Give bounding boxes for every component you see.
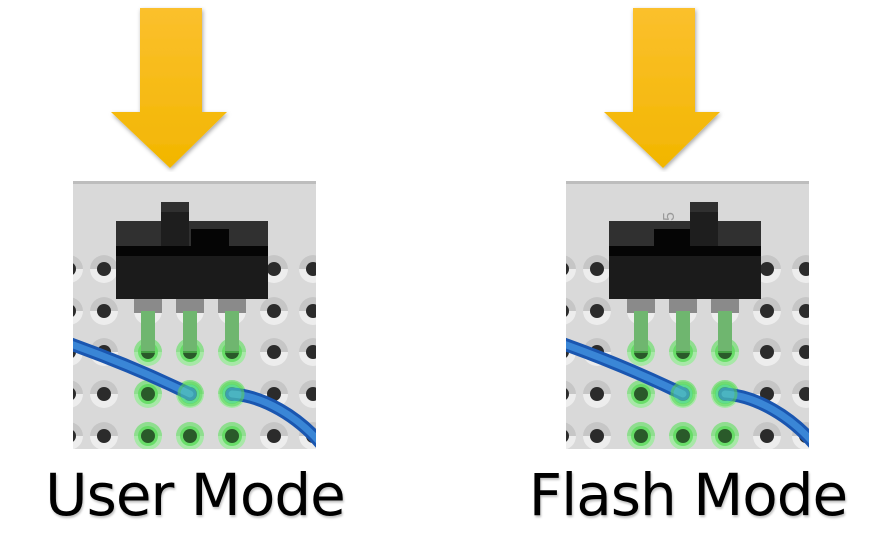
breadboard-hole [627, 422, 655, 449]
breadboard-hole [583, 422, 611, 449]
breadboard-hole [73, 380, 83, 408]
wire-endpoint [177, 381, 203, 407]
switch-pin [176, 297, 204, 353]
breadboard-hole [792, 380, 809, 408]
breadboard-hole [583, 255, 611, 283]
breadboard-hole [90, 297, 118, 325]
breadboard-hole [566, 255, 576, 283]
slide-switch [116, 202, 268, 299]
switch-band [116, 246, 268, 256]
switch-pin [627, 297, 655, 353]
silkscreen-label: 5 [661, 212, 678, 221]
switch-slot [191, 229, 229, 246]
mode-caption: User Mode [45, 461, 346, 529]
breadboard-hole [299, 255, 316, 283]
breadboard-hole [792, 297, 809, 325]
down-arrow-icon [604, 8, 720, 168]
flash-mode-panel: 5 Flash Mode [529, 0, 848, 537]
breadboard-hole [566, 380, 576, 408]
switch-pin [669, 297, 697, 353]
arrow-shape [604, 8, 720, 168]
breadboard-hole [73, 422, 83, 449]
breadboard-hole [566, 297, 576, 325]
breadboard-hole [90, 255, 118, 283]
breadboard-hole [669, 422, 697, 449]
breadboard-hole [73, 255, 83, 283]
breadboard-hole [753, 338, 781, 366]
breadboard-hole [583, 297, 611, 325]
breadboard-hole [583, 380, 611, 408]
breadboard-hole [753, 422, 781, 449]
breadboard-hole [134, 422, 162, 449]
wire-endpoint [670, 381, 696, 407]
board-edge [566, 181, 809, 184]
switch-pin [711, 297, 739, 353]
wire-endpoint [219, 381, 245, 407]
board-edge [73, 181, 316, 184]
switch-pin [134, 297, 162, 353]
switch-knob-top [161, 202, 189, 212]
breadboard-hole [299, 380, 316, 408]
user-mode-panel: User Mode [45, 0, 346, 537]
switch-knob-top [690, 202, 718, 212]
breadboard-hole [73, 297, 83, 325]
mode-caption: Flash Mode [528, 461, 848, 529]
arrow-shape [111, 8, 227, 168]
breadboard-with-switch [73, 181, 316, 449]
down-arrow-icon [111, 8, 227, 168]
breadboard-hole [218, 422, 246, 449]
breadboard-hole [134, 380, 162, 408]
switch-pin [218, 297, 246, 353]
jumper-wire [566, 337, 690, 401]
breadboard-hole [299, 338, 316, 366]
jumper-wire [73, 337, 197, 401]
breadboard-hole [711, 422, 739, 449]
wire-endpoint [712, 381, 738, 407]
breadboard-hole [90, 380, 118, 408]
switch-band [609, 246, 761, 256]
breadboard-hole [90, 422, 118, 449]
slide-switch [609, 202, 761, 299]
breadboard-hole [566, 422, 576, 449]
switch-slot [654, 229, 692, 246]
breadboard-hole [260, 422, 288, 449]
breadboard-hole [176, 422, 204, 449]
breadboard-hole [792, 255, 809, 283]
breadboard-hole [299, 297, 316, 325]
breadboard-with-switch: 5 [566, 181, 809, 449]
breadboard-hole [260, 338, 288, 366]
breadboard-hole [792, 338, 809, 366]
breadboard-hole [260, 297, 288, 325]
breadboard-hole [753, 297, 781, 325]
breadboard-hole [627, 380, 655, 408]
